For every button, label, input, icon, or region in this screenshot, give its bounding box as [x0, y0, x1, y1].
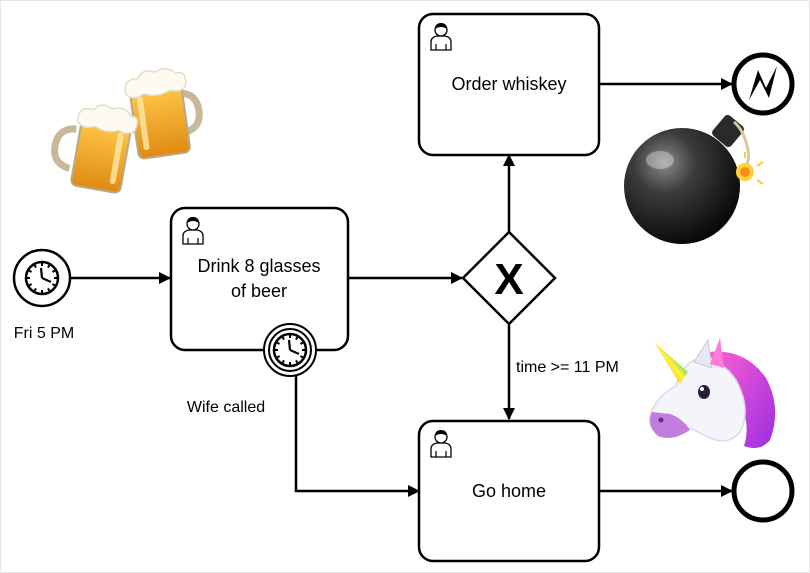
- clock-icon: [24, 260, 60, 296]
- error-end-event[interactable]: [731, 52, 795, 116]
- start-event-label: Fri 5 PM: [14, 325, 74, 342]
- task-whiskey-label: Order whiskey: [451, 74, 566, 94]
- unicorn-icon: [649, 338, 776, 448]
- sequence-flows: [71, 78, 733, 497]
- boundary-timer-event[interactable]: [263, 323, 317, 377]
- start-timer-event[interactable]: [12, 248, 72, 308]
- condition-label: time >= 11 PM: [516, 359, 619, 376]
- task-home-label: Go home: [472, 481, 546, 501]
- end-event[interactable]: [731, 459, 795, 523]
- boundary-event-label: Wife called: [187, 399, 265, 416]
- exclusive-gateway[interactable]: X: [461, 230, 557, 326]
- task-drink-label-line1: Drink 8 glasses: [197, 256, 320, 276]
- beer-mugs-icon: [51, 67, 203, 194]
- flow-boundary-to-home[interactable]: [294, 375, 420, 497]
- task-drink-label-line2: of beer: [231, 281, 287, 301]
- clock-icon: [272, 332, 308, 368]
- task-go-home[interactable]: Go home: [417, 419, 601, 563]
- task-order-whiskey[interactable]: Order whiskey: [417, 12, 601, 157]
- lightning-icon: [749, 66, 777, 100]
- bomb-icon: [624, 114, 764, 244]
- gateway-x-symbol: X: [494, 255, 523, 304]
- task-drink-beer[interactable]: Drink 8 glasses of beer: [169, 206, 350, 352]
